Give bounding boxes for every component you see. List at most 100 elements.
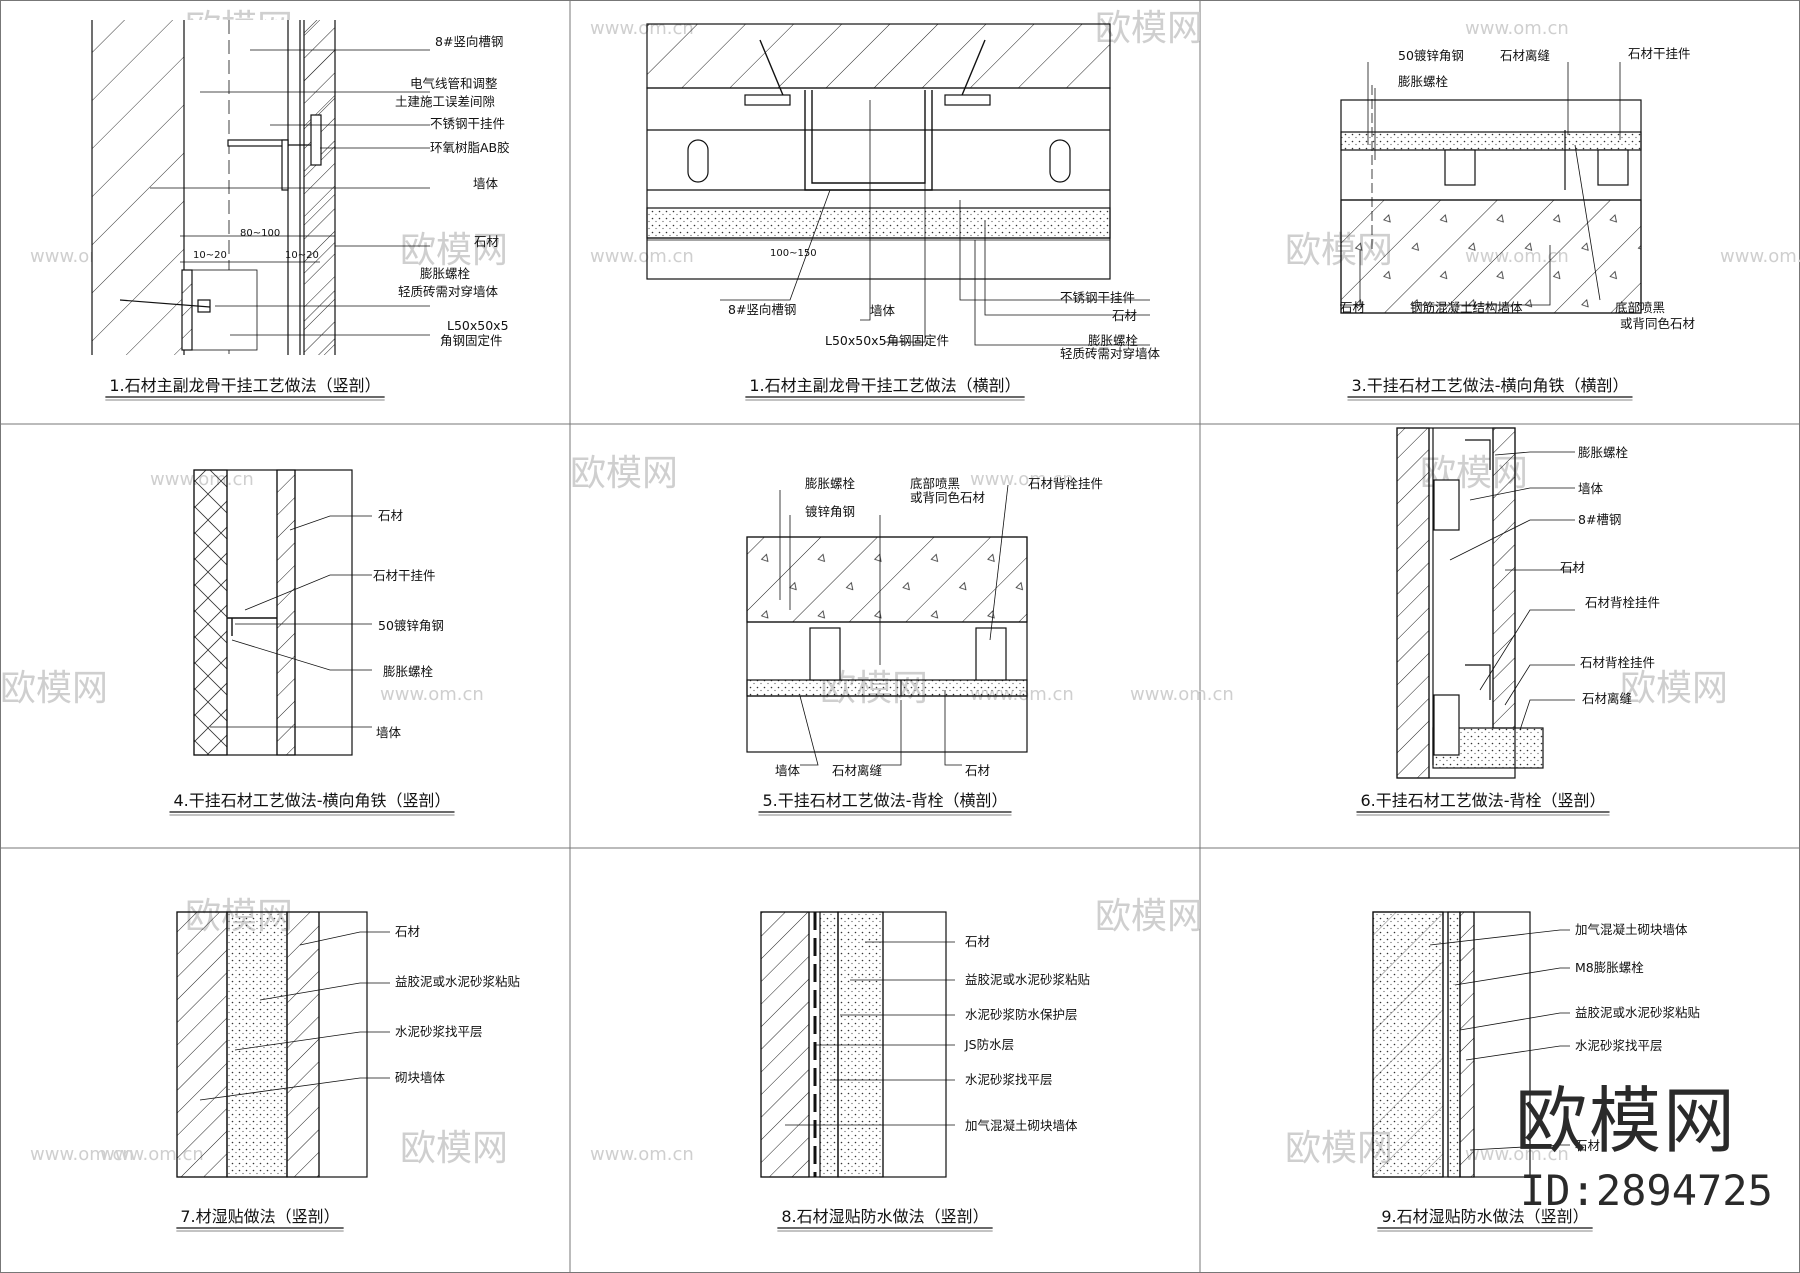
panel-9-drawing xyxy=(1372,911,1531,1178)
panel-2-label: 石材 xyxy=(1112,308,1137,323)
panel-2-drawing xyxy=(646,23,1111,280)
panel-3-label: 钢筋混凝土结构墙体 xyxy=(1410,300,1523,315)
panel-4-label: 膨胀螺栓 xyxy=(383,664,434,679)
panel-1-label: 电气线管和调整 xyxy=(410,76,498,91)
panel-3-label: 石材干挂件 xyxy=(1628,46,1691,61)
panel-6-label: 石材背栓挂件 xyxy=(1585,595,1660,610)
panel-1-label: 轻质砖需对穿墙体 xyxy=(398,284,499,299)
panel-4-caption: 4.干挂石材工艺做法-横向角铁（竖剖） xyxy=(173,791,450,810)
panel-7-caption: 7.材湿贴做法（竖剖） xyxy=(180,1207,339,1226)
panel-2-label: 不锈钢干挂件 xyxy=(1060,290,1135,305)
panel-1-dimension: 10~20 xyxy=(285,250,319,261)
panel-9-leaders xyxy=(1429,929,1570,1151)
panel-4-label: 50镀锌角钢 xyxy=(378,618,444,633)
panel-1-label: 不锈钢干挂件 xyxy=(430,116,505,131)
panel-5-leaders xyxy=(779,484,1009,766)
panel-1-label: 环氧树脂AB胶 xyxy=(430,140,510,155)
panel-6-label: 石材 xyxy=(1560,560,1585,575)
panel-5-label: 墙体 xyxy=(775,763,801,778)
panel-9-label: 石材 xyxy=(1575,1138,1600,1153)
panel-3-label: 膨胀螺栓 xyxy=(1398,74,1449,89)
panel-1-label: 膨胀螺栓 xyxy=(420,266,471,281)
panel-5-label: 石材离缝 xyxy=(832,763,882,778)
panel-9-label: 益胶泥或水泥砂浆粘贴 xyxy=(1575,1005,1700,1020)
panel-5-label: 或背同色石材 xyxy=(910,490,985,505)
panel-6-caption: 6.干挂石材工艺做法-背栓（竖剖） xyxy=(1360,791,1605,810)
panel-1-label: 角钢固定件 xyxy=(440,333,503,348)
panel-7-label: 砌块墙体 xyxy=(395,1070,446,1085)
panel-8-caption: 8.石材湿贴防水做法（竖剖） xyxy=(781,1207,988,1226)
panel-2-label: 轻质砖需对穿墙体 xyxy=(1060,346,1161,361)
panel-7-label: 水泥砂浆找平层 xyxy=(395,1024,483,1039)
panel-6-label: 墙体 xyxy=(1578,481,1604,496)
panel-6-label: 石材离缝 xyxy=(1582,691,1632,706)
panel-3-leaders xyxy=(1340,62,1621,306)
watermark-brand: 欧模网 xyxy=(0,668,108,709)
panel-2-label: 膨胀螺栓 xyxy=(1088,333,1139,348)
watermark-site: www.om.cn xyxy=(1720,246,1800,267)
watermark-brand: 欧模网 xyxy=(1095,8,1203,49)
panel-8-label: 水泥砂浆找平层 xyxy=(965,1072,1053,1087)
panel-5-label: 石材背栓挂件 xyxy=(1028,476,1103,491)
panel-8-leaders xyxy=(785,941,955,1126)
panel-2-label: L50x50x5角钢固定件 xyxy=(825,333,949,348)
panel-1-label: 土建施工误差间隙 xyxy=(395,94,495,109)
panel-8-label: 加气混凝土砌块墙体 xyxy=(965,1118,1078,1133)
panel-2-caption: 1.石材主副龙骨干挂工艺做法（横剖） xyxy=(749,376,1020,395)
panel-4-label: 石材干挂件 xyxy=(373,568,436,583)
watermark-brand: 欧模网 xyxy=(570,453,678,494)
panel-1-caption: 1.石材主副龙骨干挂工艺做法（竖剖） xyxy=(109,376,380,395)
watermark-site: www.om.cn xyxy=(970,469,1074,490)
panel-1-dimension: 80~100 xyxy=(240,228,280,239)
panel-1-label: 8#竖向槽钢 xyxy=(435,34,503,49)
panel-6-leaders xyxy=(1449,451,1575,731)
watermark-site: www.om.cn xyxy=(590,246,694,267)
watermark-brand: 欧模网 xyxy=(400,230,508,271)
panel-2-label: 墙体 xyxy=(870,303,896,318)
panel-5-caption: 5.干挂石材工艺做法-背栓（横剖） xyxy=(762,791,1007,810)
panel-1-leaders xyxy=(150,49,430,336)
watermark-brand: 欧模网 xyxy=(400,1128,508,1169)
panel-9-label: 水泥砂浆找平层 xyxy=(1575,1038,1663,1053)
panel-7-label: 益胶泥或水泥砂浆粘贴 xyxy=(395,974,520,989)
panel-2-dimension: 100~150 xyxy=(770,248,817,259)
panel-3-label: 底部喷黑 xyxy=(1615,300,1665,315)
watermark-site: www.om.cn xyxy=(1465,1144,1569,1165)
watermark-brand: 欧模网 xyxy=(1095,896,1203,937)
panel-3-caption: 3.干挂石材工艺做法-横向角铁（横剖） xyxy=(1351,376,1628,395)
panel-8-label: 益胶泥或水泥砂浆粘贴 xyxy=(965,972,1090,987)
brand-logo: 欧模网 xyxy=(1515,1079,1738,1163)
panel-9-label: 加气混凝土砌块墙体 xyxy=(1575,922,1688,937)
panel-6-label: 8#槽钢 xyxy=(1578,512,1621,527)
watermark-site: www.om.cn xyxy=(1465,18,1569,39)
panel-3-drawing xyxy=(1340,85,1642,314)
watermark-site: www.om.cn xyxy=(30,1144,134,1165)
panel-1-drawing xyxy=(91,20,336,355)
panel-4-label: 石材 xyxy=(378,508,403,523)
watermark-site: www.om.cn xyxy=(1130,684,1234,705)
panel-5-drawing xyxy=(746,536,1028,753)
panel-5-label: 膨胀螺栓 xyxy=(805,476,856,491)
panel-1-label: 石材 xyxy=(474,234,499,249)
panel-4-drawing xyxy=(193,469,353,756)
panel-6-label: 膨胀螺栓 xyxy=(1578,445,1629,460)
panel-8-drawing xyxy=(760,911,947,1178)
panel-3-label: 或背同色石材 xyxy=(1620,316,1695,331)
label-layer: 1.石材主副龙骨干挂工艺做法（竖剖）8#竖向槽钢电气线管和调整土建施工误差间隙不… xyxy=(105,34,1700,1232)
panel-4-label: 墙体 xyxy=(376,725,402,740)
panel-5-label: 石材 xyxy=(965,763,990,778)
panel-2-label: 8#竖向槽钢 xyxy=(728,302,796,317)
panel-5-label: 底部喷黑 xyxy=(910,476,960,491)
panel-6-drawing xyxy=(1396,427,1544,779)
panel-7-label: 石材 xyxy=(395,924,420,939)
panel-7-leaders xyxy=(199,931,390,1101)
panel-6-label: 石材背栓挂件 xyxy=(1580,655,1655,670)
panel-8-label: 水泥砂浆防水保护层 xyxy=(965,1007,1078,1022)
watermark-site: www.om.cn xyxy=(380,684,484,705)
watermark-site: www.om.cn xyxy=(590,1144,694,1165)
panel-3-label: 石材 xyxy=(1340,300,1365,315)
panel-4-leaders xyxy=(210,515,372,728)
panel-3-label: 石材离缝 xyxy=(1500,48,1550,63)
panel-3-label: 50镀锌角钢 xyxy=(1398,48,1464,63)
